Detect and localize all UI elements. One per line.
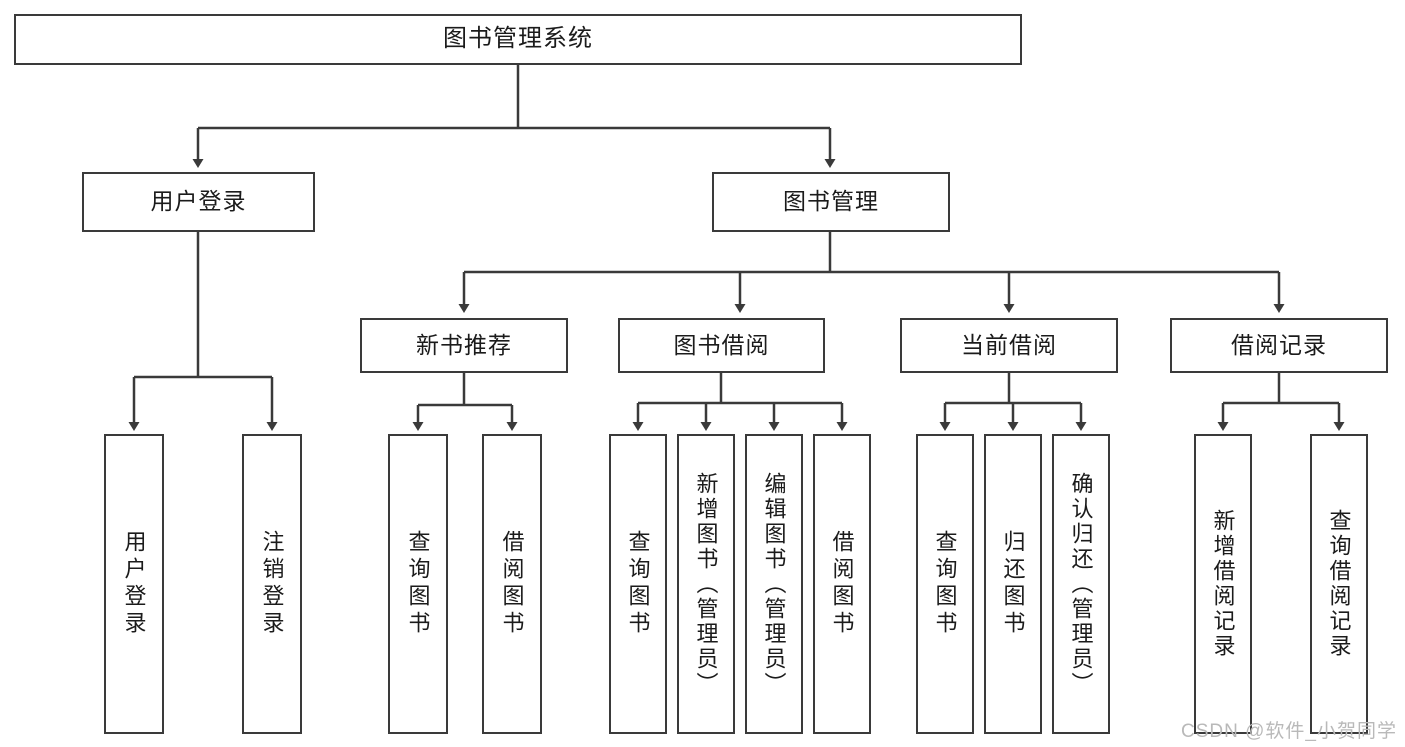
- node-leaf-query-book-3[interactable]: 查询图书: [916, 434, 974, 734]
- node-leaf-edit-book[interactable]: 编辑图书（管理员）: [745, 434, 803, 734]
- node-leaf-confirm-return[interactable]: 确认归还（管理员）: [1052, 434, 1110, 734]
- node-leaf-borrow-book-1[interactable]: 借阅图书: [482, 434, 542, 734]
- node-leaf-logout-login[interactable]: 注销登录: [242, 434, 302, 734]
- node-leaf-add-record[interactable]: 新增借阅记录: [1194, 434, 1252, 734]
- node-current-borrow[interactable]: 当前借阅: [900, 318, 1118, 373]
- node-leaf-borrow-book-2[interactable]: 借阅图书: [813, 434, 871, 734]
- node-leaf-query-record[interactable]: 查询借阅记录: [1310, 434, 1368, 734]
- node-leaf-return-book[interactable]: 归还图书: [984, 434, 1042, 734]
- node-new-book-recommend[interactable]: 新书推荐: [360, 318, 568, 373]
- node-leaf-user-login[interactable]: 用户登录: [104, 434, 164, 734]
- node-user-login[interactable]: 用户登录: [82, 172, 315, 232]
- node-book-manage[interactable]: 图书管理: [712, 172, 950, 232]
- node-borrow-record[interactable]: 借阅记录: [1170, 318, 1388, 373]
- node-leaf-add-book[interactable]: 新增图书（管理员）: [677, 434, 735, 734]
- node-book-borrow[interactable]: 图书借阅: [618, 318, 825, 373]
- node-leaf-query-book-2[interactable]: 查询图书: [609, 434, 667, 734]
- node-root-system[interactable]: 图书管理系统: [14, 14, 1022, 65]
- csdn-watermark: CSDN @软件_小贺同学: [1181, 721, 1397, 742]
- node-leaf-query-book-1[interactable]: 查询图书: [388, 434, 448, 734]
